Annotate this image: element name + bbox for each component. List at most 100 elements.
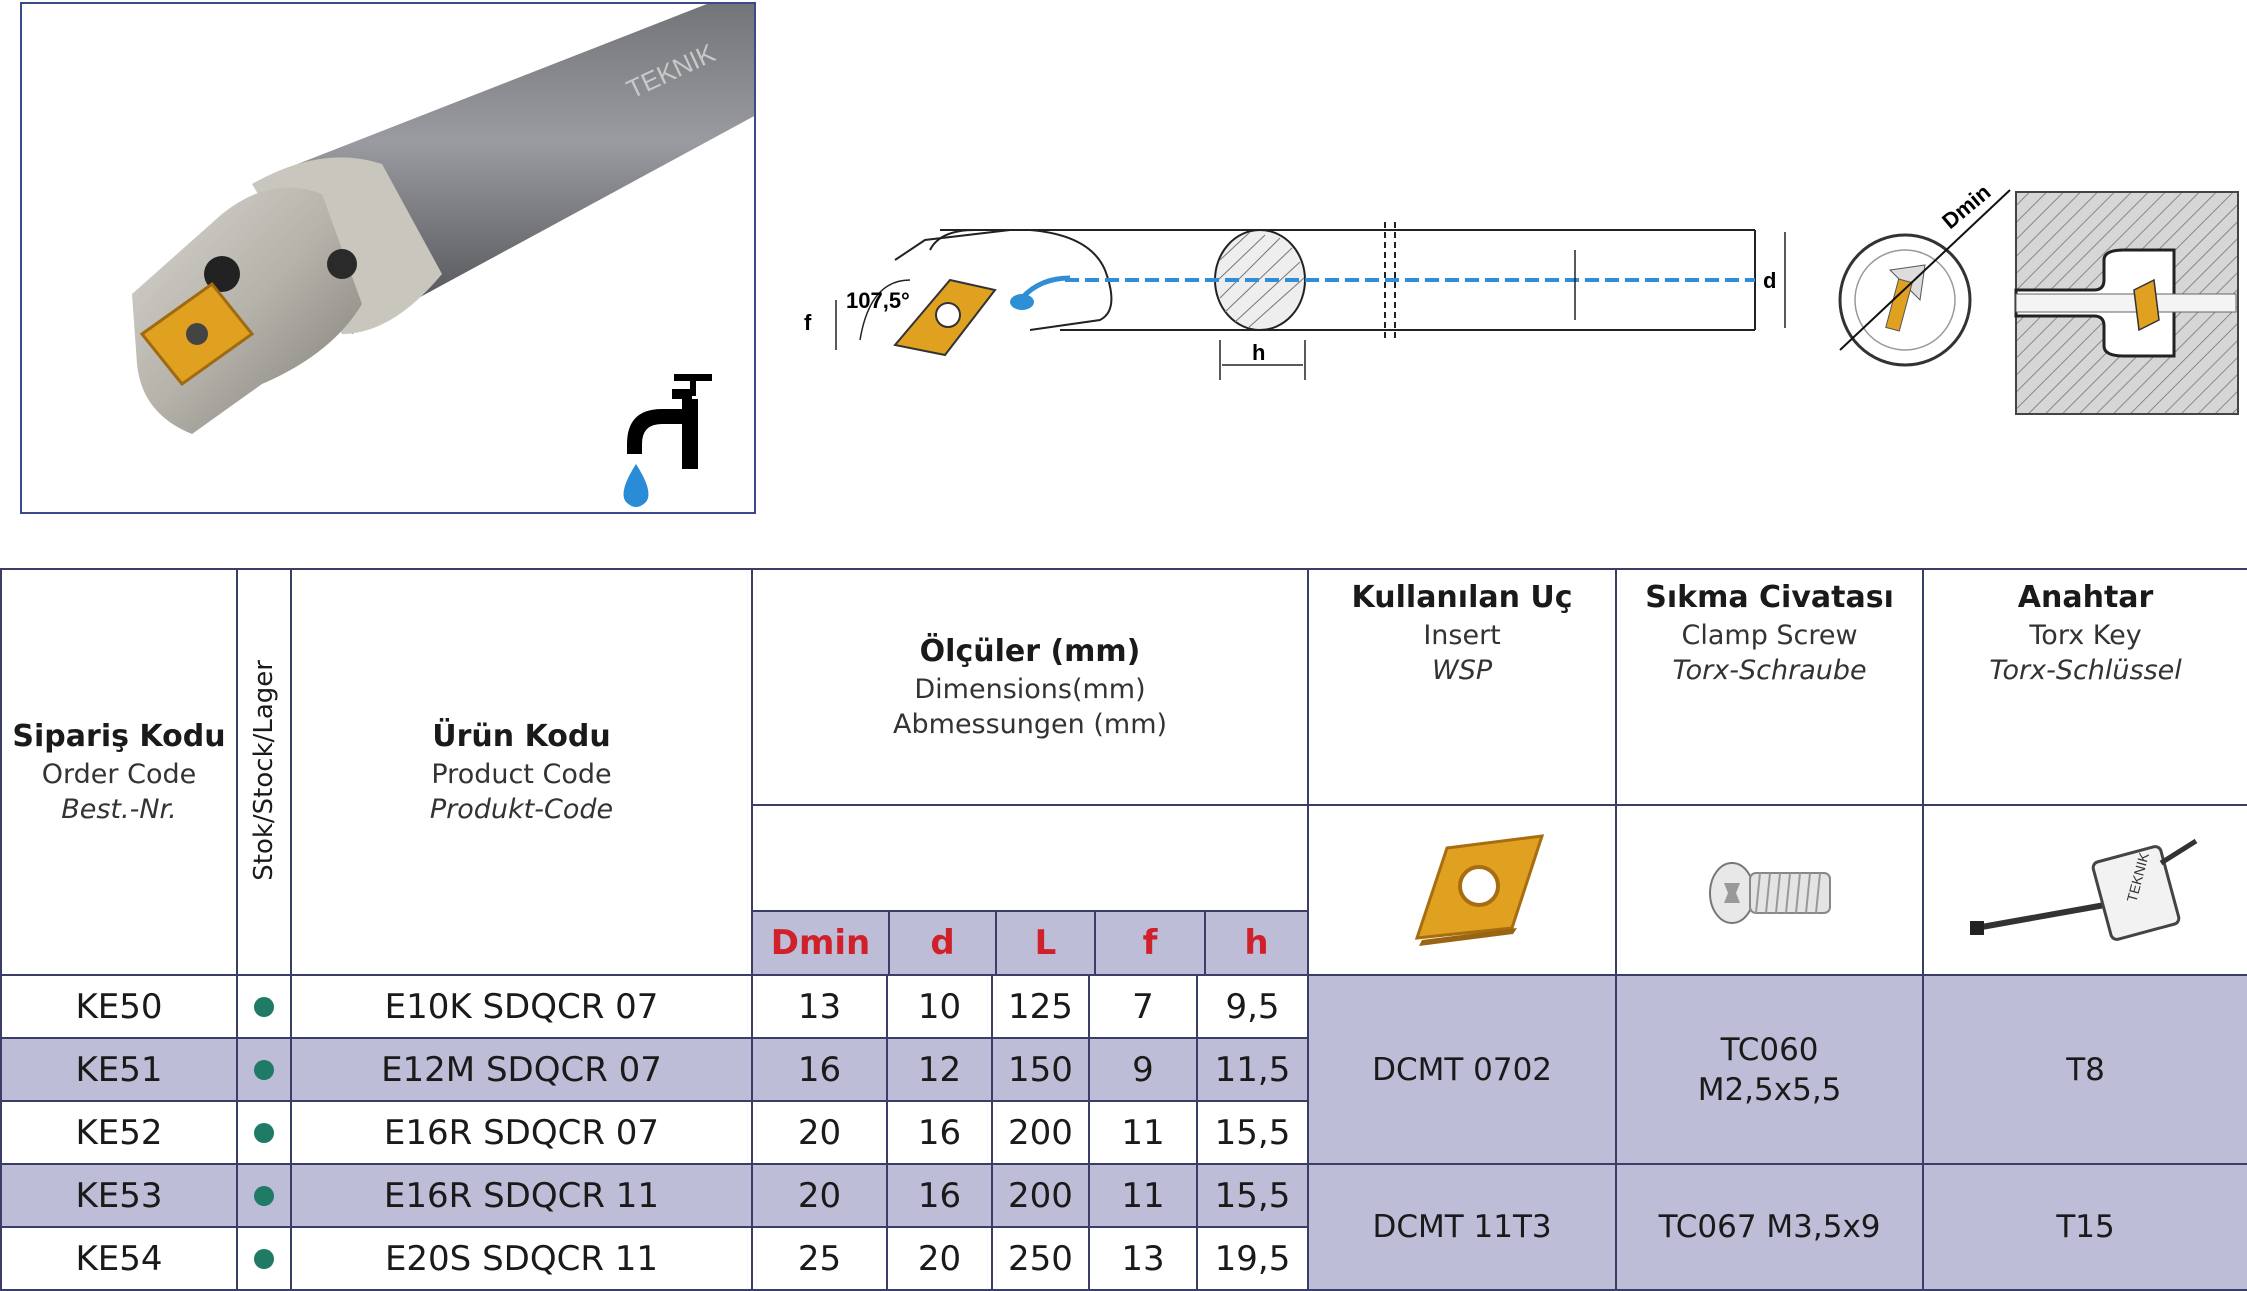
screw-header-tr: Sıkma Civatası	[1645, 580, 1894, 615]
in-stock-dot-icon	[254, 1248, 274, 1269]
d-cell: 16	[886, 1163, 993, 1228]
key-header-tr: Anahtar	[2017, 580, 2154, 615]
d-cell: 10	[886, 974, 993, 1039]
screw-group-2: TC067 M3,5x9	[1615, 1163, 1925, 1291]
order-code-cell: KE53	[0, 1163, 238, 1228]
order-code-cell: KE52	[0, 1100, 238, 1165]
torx-key-icon: TEKNIK	[1969, 838, 2197, 941]
key-header-de: Torx-Schlüssel	[1989, 655, 2182, 686]
l-cell: 200	[991, 1100, 1090, 1165]
key-group-2: T15	[1922, 1163, 2247, 1291]
dimensions-header-en: Dimensions(mm)	[914, 674, 1146, 705]
screw-header: Sıkma Civatası Clamp Screw Torx-Schraube	[1615, 568, 1925, 806]
dimensions-header: Ölçüler (mm) Dimensions(mm) Abmessungen …	[750, 568, 1310, 806]
insert-header-en: Insert	[1423, 620, 1501, 651]
product-code-header-tr: Ürün Kodu	[432, 719, 611, 754]
stock-header: Stok/Stock/Lager	[236, 568, 292, 976]
coolant-hole	[327, 249, 357, 279]
dim-col-f: f	[1096, 912, 1206, 974]
table-row: KE51 E12M SDQCR 07 16 12 150 9 11,5	[0, 1037, 2247, 1102]
coolant-tap-icon	[623, 374, 712, 507]
key-header-en: Torx Key	[2029, 620, 2142, 651]
l-cell: 200	[991, 1163, 1090, 1228]
dim-col-d: d	[890, 912, 997, 974]
d-cell: 20	[886, 1226, 993, 1291]
dmin-drawing: Dmin	[1838, 179, 2011, 367]
screw-group-2-line1: TC067 M3,5x9	[1658, 1209, 1881, 1245]
product-code-cell: E16R SDQCR 11	[290, 1163, 753, 1228]
screw-group-1-line2: M2,5x5,5	[1697, 1071, 1842, 1108]
l-cell: 150	[991, 1037, 1090, 1102]
product-code-header-de: Produkt-Code	[429, 794, 614, 825]
dmin-cell: 20	[751, 1100, 888, 1165]
dimensions-header-de: Abmessungen (mm)	[893, 709, 1168, 740]
h-dimension-label: h	[1252, 340, 1265, 365]
insert-image-cell	[1307, 804, 1618, 976]
h-cell: 15,5	[1195, 1163, 1310, 1228]
stock-cell	[236, 1226, 292, 1291]
screw-group-1: TC060 M2,5x5,5	[1615, 974, 1925, 1165]
screw-header-en: Clamp Screw	[1681, 620, 1858, 651]
torx-screw-head	[186, 323, 208, 345]
insert-header-tr: Kullanılan Uç	[1351, 580, 1573, 615]
spec-table: Sipariş Kodu Order Code Best.-Nr. Stok/S…	[0, 568, 2247, 1291]
in-stock-dot-icon	[254, 996, 274, 1017]
order-code-header: Sipariş Kodu Order Code Best.-Nr.	[0, 568, 238, 976]
f-cell: 7	[1088, 974, 1198, 1039]
f-cell: 11	[1088, 1100, 1198, 1165]
product-code-cell: E16R SDQCR 07	[290, 1100, 753, 1165]
dmin-label: Dmin	[1937, 179, 1995, 234]
insert-header: Kullanılan Uç Insert WSP	[1307, 568, 1618, 806]
h-cell: 9,5	[1195, 974, 1310, 1039]
product-code-header-en: Product Code	[431, 759, 612, 790]
h-cell: 15,5	[1195, 1100, 1310, 1165]
dmin-cell: 25	[751, 1226, 888, 1291]
insert-group-1: DCMT 0702	[1307, 974, 1618, 1165]
product-code-cell: E10K SDQCR 07	[290, 974, 753, 1039]
section-drawing	[2014, 191, 2239, 415]
angle-label: 107,5°	[846, 288, 910, 313]
dimensions-header-tr: Ölçüler (mm)	[919, 634, 1141, 669]
f-dimension-label: f	[804, 310, 812, 335]
f-cell: 9	[1088, 1037, 1198, 1102]
l-cell: 250	[991, 1226, 1090, 1291]
dim-col-dmin: Dmin	[753, 912, 890, 974]
bar-head	[132, 187, 362, 434]
f-cell: 11	[1088, 1163, 1198, 1228]
in-stock-dot-icon	[254, 1185, 274, 1206]
screw-image-cell	[1615, 804, 1925, 976]
key-image-cell: TEKNIK	[1922, 804, 2247, 976]
screw-header-de: Torx-Schraube	[1672, 655, 1867, 686]
stock-cell	[236, 1163, 292, 1228]
d-cell: 12	[886, 1037, 993, 1102]
table-row: KE50 E10K SDQCR 07 13 10 125 7 9,5 DCMT …	[0, 974, 2247, 1165]
product-code-header: Ürün Kodu Product Code Produkt-Code	[290, 568, 753, 976]
order-code-header-tr: Sipariş Kodu	[12, 719, 226, 754]
dim-col-h: h	[1206, 912, 1308, 974]
key-header: Anahtar Torx Key Torx-Schlüssel	[1922, 568, 2247, 806]
h-cell: 11,5	[1195, 1037, 1310, 1102]
f-cell: 13	[1088, 1226, 1198, 1291]
stock-cell	[236, 1100, 292, 1165]
h-cell: 19,5	[1195, 1226, 1310, 1291]
order-code-cell: KE54	[0, 1226, 238, 1291]
product-code-cell: E20S SDQCR 11	[290, 1226, 753, 1291]
d-dimension-label: d	[1763, 268, 1776, 293]
clamp-screw-icon	[1708, 862, 1831, 924]
order-code-header-en: Order Code	[41, 759, 197, 790]
key-group-1: T8	[1922, 974, 2247, 1165]
in-stock-dot-icon	[254, 1122, 274, 1143]
screw-group-1-line1: TC060	[1720, 1031, 1819, 1068]
side-view-drawing: 107,5° f d h	[804, 222, 1786, 380]
stock-cell	[236, 1037, 292, 1102]
dmin-cell: 20	[751, 1163, 888, 1228]
insert-group-2: DCMT 11T3	[1307, 1163, 1618, 1291]
stock-cell	[236, 974, 292, 1039]
order-code-cell: KE50	[0, 974, 238, 1039]
product-code-cell: E12M SDQCR 07	[290, 1037, 753, 1102]
d-cell: 16	[886, 1100, 993, 1165]
order-code-cell: KE51	[0, 1037, 238, 1102]
boring-bar-photo: TEKNIK	[132, 4, 754, 507]
dmin-cell: 16	[751, 1037, 888, 1102]
insert-header-de: WSP	[1432, 655, 1493, 686]
